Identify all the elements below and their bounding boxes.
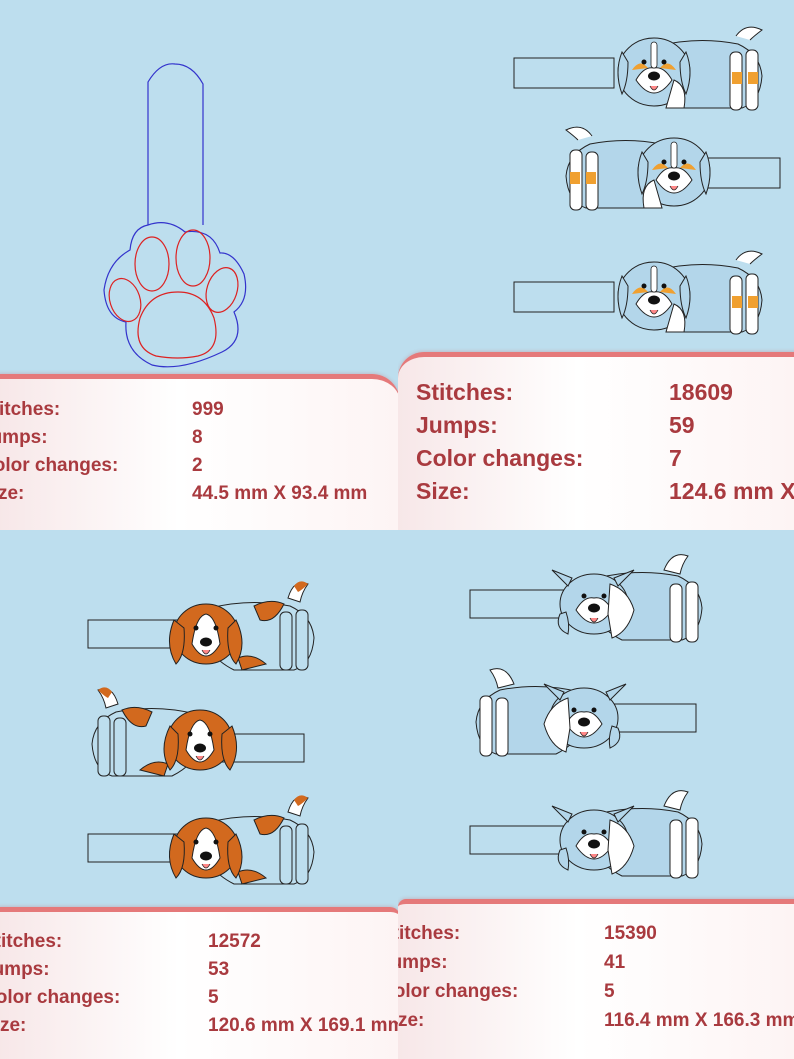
jumps-value: 41 [604, 952, 626, 973]
paw-keyfob-icon [103, 63, 247, 368]
stats-card: Stitches: 12572 Jumps: 53 Color changes:… [0, 907, 398, 1059]
size-label: Size: [0, 483, 25, 504]
size-label: Size: [0, 1015, 27, 1036]
jumps-label: Jumps: [416, 412, 498, 438]
jumps-label: Jumps: [0, 959, 50, 980]
design-panel-beagle: Stitches: 12572 Jumps: 53 Color changes:… [0, 530, 398, 1059]
jumps-value: 53 [208, 959, 230, 980]
color-changes-value: 5 [208, 987, 219, 1008]
size-label: Size: [416, 478, 470, 504]
size-value: 116.4 mm X 166.3 mm [604, 1010, 794, 1031]
design-panel-collie: Stitches: 15390 Jumps: 41 Color changes:… [398, 530, 794, 1059]
jumps-value: 8 [192, 427, 203, 448]
color-changes-label: Color changes: [398, 981, 519, 1002]
stitches-value: 18609 [669, 379, 733, 405]
stitches-label: Stitches: [398, 923, 461, 944]
size-value: 44.5 mm X 93.4 mm [192, 483, 368, 504]
beagle-dog-icon [87, 580, 315, 885]
size-label: Size: [398, 1010, 425, 1031]
color-changes-value: 5 [604, 981, 615, 1002]
size-value: 120.6 mm X 169.1 mm [208, 1015, 398, 1036]
color-changes-value: 7 [669, 445, 682, 471]
stitches-value: 15390 [604, 923, 657, 944]
design-panel-bernese: Stitches: 18609 Jumps: 59 Color changes:… [398, 0, 794, 530]
stats-card: Stitches: 999 Jumps: 8 Color changes: 2 … [0, 374, 398, 530]
color-changes-label: Color changes: [0, 455, 119, 476]
collie-dog-icon [469, 554, 703, 879]
jumps-label: Jumps: [0, 427, 48, 448]
stats-card: Stitches: 18609 Jumps: 59 Color changes:… [398, 352, 794, 530]
stitches-label: Stitches: [416, 379, 514, 405]
design-panel-paw: Stitches: 999 Jumps: 8 Color changes: 2 … [0, 0, 398, 530]
stitches-label: Stitches: [0, 931, 63, 952]
bernese-dog-icon [513, 26, 781, 335]
stats-card: Stitches: 15390 Jumps: 41 Color changes:… [398, 899, 794, 1059]
size-value: 124.6 mm X 174.9 mm [669, 478, 794, 504]
stitches-value: 12572 [208, 931, 261, 952]
jumps-label: Jumps: [398, 952, 448, 973]
stitches-label: Stitches: [0, 399, 61, 420]
color-changes-label: Color changes: [0, 987, 121, 1008]
color-changes-value: 2 [192, 455, 203, 476]
color-changes-label: Color changes: [416, 445, 584, 471]
jumps-value: 59 [669, 412, 695, 438]
stitches-value: 999 [192, 399, 224, 420]
